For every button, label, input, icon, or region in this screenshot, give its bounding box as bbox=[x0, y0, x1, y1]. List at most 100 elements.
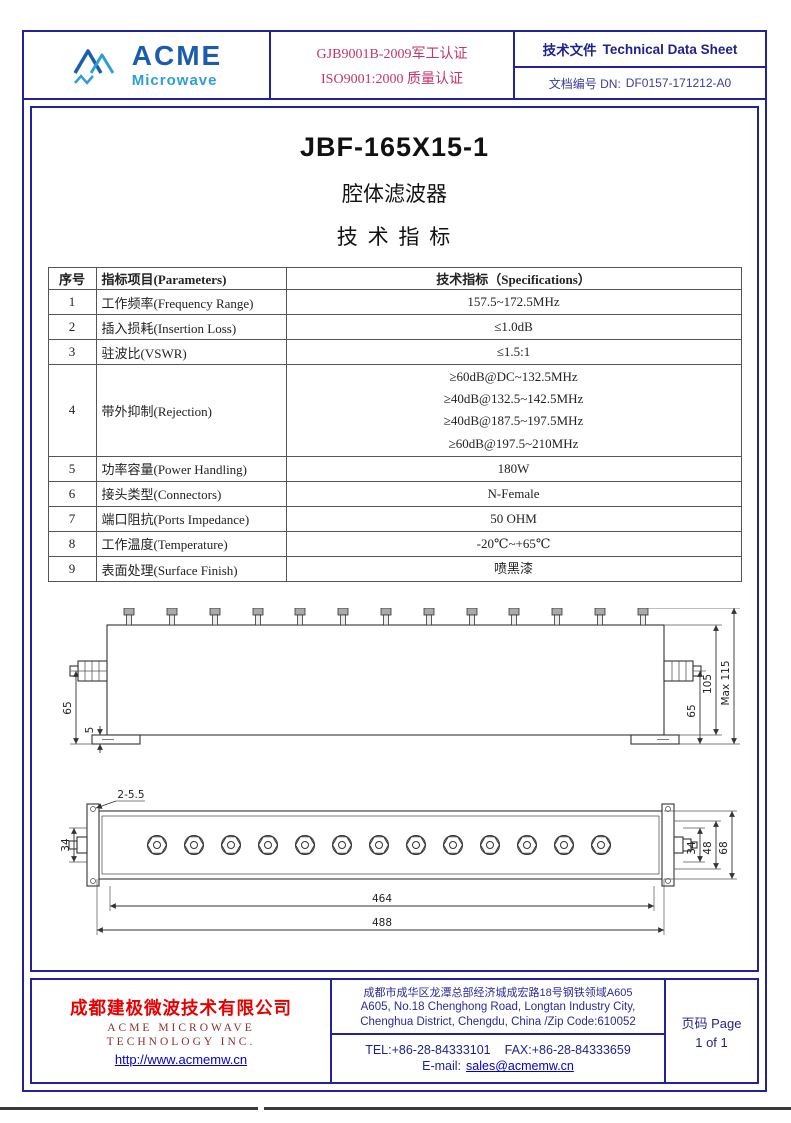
dim-34-right: 34 bbox=[686, 841, 698, 855]
certifications: GJB9001B-2009军工认证 ISO9001:2000 质量认证 bbox=[271, 32, 515, 98]
page-number-block: 页码 Page 1 of 1 bbox=[666, 980, 757, 1082]
section-title: 技 术 指 标 bbox=[336, 226, 453, 249]
row-spec: -20℃~+65℃ bbox=[285, 530, 742, 558]
row-no: 4 bbox=[47, 364, 97, 457]
side-view-drawing: 65 5 65 105 Max 11 bbox=[62, 608, 740, 754]
doc-number-label: 文档编号 DN: bbox=[548, 76, 621, 91]
cert-line-gjb: GJB9001B-2009军工认证 bbox=[316, 46, 468, 62]
col-header-parameters: 指标项目(Parameters) bbox=[95, 267, 287, 290]
tel-fax-line: TEL:+86-28-84333101 FAX:+86-28-84333659 bbox=[365, 1043, 631, 1057]
doc-info: 技术文件 Technical Data Sheet 文档编号 DN: DF015… bbox=[515, 32, 765, 98]
contact-block: 成都市成华区龙潭总部经济城成宏路18号钢铁领域A605 A605, No.18 … bbox=[332, 980, 666, 1082]
table-row: 7 端口阻抗(Ports Impedance) 50 OHM bbox=[47, 505, 742, 532]
doc-type-cn: 技术文件 bbox=[542, 43, 597, 58]
dim-105: 105 bbox=[702, 674, 714, 694]
company-name-cn: 成都建极微波技术有限公司 bbox=[70, 998, 292, 1018]
logo-text: ACME Microwave bbox=[131, 40, 223, 89]
tuning-screws bbox=[123, 608, 649, 626]
row-param: 表面处理(Surface Finish) bbox=[95, 556, 287, 583]
page-label: 页码 Page bbox=[681, 1015, 742, 1031]
row-spec: 157.5~172.5MHz bbox=[285, 288, 742, 316]
dim-65-right: 65 bbox=[686, 704, 698, 717]
table-row: 1 工作频率(Frequency Range) 157.5~172.5MHz bbox=[47, 288, 742, 316]
row-spec: ≥60dB@DC~132.5MHz ≥40dB@132.5~142.5MHz ≥… bbox=[285, 364, 742, 457]
company-block: 成都建极微波技术有限公司 ACME MICROWAVE TECHNOLOGY I… bbox=[32, 980, 332, 1082]
email-link[interactable]: sales@acmemw.cn bbox=[466, 1059, 574, 1074]
row-no: 8 bbox=[47, 530, 97, 558]
row-no: 5 bbox=[47, 455, 97, 482]
main-content: JBF-165X15-1 腔体滤波器 技 术 指 标 序号 指标项目(Param… bbox=[30, 106, 759, 972]
tel-email-block: TEL:+86-28-84333101 FAX:+86-28-84333659 … bbox=[332, 1035, 664, 1082]
product-name: 腔体滤波器 bbox=[342, 183, 447, 206]
row-spec: N-Female bbox=[285, 480, 742, 507]
doc-type-en: Technical Data Sheet bbox=[602, 41, 738, 57]
plan-view-drawing: 2-5.5 34 34 48 bbox=[60, 789, 737, 936]
table-row: 8 工作温度(Temperature) -20℃~+65℃ bbox=[47, 530, 742, 558]
dim-488: 488 bbox=[372, 917, 392, 929]
col-header-specifications: 技术指标（Specifications） bbox=[285, 267, 742, 290]
dim-68: 68 bbox=[718, 841, 730, 854]
row-param: 工作温度(Temperature) bbox=[95, 530, 287, 558]
row-no: 6 bbox=[47, 480, 97, 507]
dim-48: 48 bbox=[702, 841, 714, 854]
logo-mark-icon bbox=[73, 49, 115, 85]
table-row: 4 带外抑制(Rejection) ≥60dB@DC~132.5MHz ≥40d… bbox=[47, 364, 742, 457]
doc-type: 技术文件 Technical Data Sheet bbox=[515, 32, 765, 68]
logo-subtitle: Microwave bbox=[131, 72, 218, 89]
row-spec: ≤1.0dB bbox=[285, 314, 742, 341]
side-view-dimensions: 65 5 65 105 Max 11 bbox=[62, 608, 740, 754]
table-row: 2 插入损耗(Insertion Loss) ≤1.0dB bbox=[47, 314, 742, 341]
row-no: 1 bbox=[47, 288, 97, 316]
col-header-no: 序号 bbox=[47, 267, 97, 290]
spec-table: 序号 指标项目(Parameters) 技术指标（Specifications）… bbox=[47, 267, 742, 583]
dim-max-115: Max 115 bbox=[720, 661, 732, 706]
row-spec: 180W bbox=[285, 455, 742, 482]
left-connector-plan bbox=[68, 803, 100, 887]
page-bottom-rule-left bbox=[0, 1107, 258, 1110]
address-block: 成都市成华区龙潭总部经济城成宏路18号钢铁领域A605 A605, No.18 … bbox=[332, 980, 664, 1035]
row-param: 功率容量(Power Handling) bbox=[95, 455, 287, 482]
table-row: 6 接头类型(Connectors) N-Female bbox=[47, 480, 742, 507]
company-name-en-2: TECHNOLOGY INC. bbox=[106, 1036, 256, 1048]
address-en-1: A605, No.18 Chenghong Road, Longtan Indu… bbox=[360, 1001, 636, 1013]
row-param: 带外抑制(Rejection) bbox=[95, 364, 287, 457]
fax-number: FAX:+86-28-84333659 bbox=[504, 1043, 631, 1058]
row-no: 3 bbox=[47, 339, 97, 366]
logo-brand: ACME bbox=[131, 40, 223, 71]
logo: ACME Microwave bbox=[24, 32, 271, 98]
row-spec: ≤1.5:1 bbox=[285, 339, 742, 366]
website-link[interactable]: http://www.acmemw.cn bbox=[114, 1052, 248, 1067]
table-header-row: 序号 指标项目(Parameters) 技术指标（Specifications） bbox=[47, 267, 742, 290]
address-en-2: Chenghua District, Chengdu, China /Zip C… bbox=[360, 1015, 636, 1028]
cert-line-iso: ISO9001:2000 质量认证 bbox=[321, 71, 463, 87]
doc-number-value: DF0157-171212-A0 bbox=[625, 76, 732, 90]
tel-number: TEL:+86-28-84333101 bbox=[365, 1043, 491, 1058]
right-connector-plan bbox=[661, 803, 698, 887]
row-spec: 喷黑漆 bbox=[285, 556, 742, 583]
table-row: 5 功率容量(Power Handling) 180W bbox=[47, 455, 742, 482]
dim-464: 464 bbox=[372, 893, 392, 905]
row-param: 插入损耗(Insertion Loss) bbox=[95, 314, 287, 341]
row-param: 工作频率(Frequency Range) bbox=[95, 288, 287, 316]
row-no: 2 bbox=[47, 314, 97, 341]
page-value: 1 of 1 bbox=[695, 1034, 728, 1050]
row-param: 端口阻抗(Ports Impedance) bbox=[95, 505, 287, 532]
doc-number: 文档编号 DN: DF0157-171212-A0 bbox=[515, 68, 765, 98]
table-row: 3 驻波比(VSWR) ≤1.5:1 bbox=[47, 339, 742, 366]
sheet-frame: ACME Microwave GJB9001B-2009军工认证 ISO9001… bbox=[22, 30, 767, 1092]
header: ACME Microwave GJB9001B-2009军工认证 ISO9001… bbox=[24, 32, 765, 100]
email-line: E-mail: sales@acmemw.cn bbox=[422, 1059, 574, 1073]
row-no: 9 bbox=[47, 556, 97, 583]
mounting-feet bbox=[91, 734, 680, 745]
dim-mounting-holes: 2-5.5 bbox=[117, 789, 144, 801]
plan-view-dimensions: 2-5.5 34 34 48 bbox=[60, 789, 737, 936]
dim-34-left: 34 bbox=[60, 838, 72, 852]
technical-drawing: 65 5 65 105 Max 11 bbox=[60, 608, 740, 936]
row-spec: 50 OHM bbox=[285, 505, 742, 532]
address-cn: 成都市成华区龙潭总部经济城成宏路18号钢铁领域A605 bbox=[363, 987, 633, 999]
filter-body-side bbox=[106, 624, 665, 736]
email-label: E-mail: bbox=[422, 1059, 462, 1074]
dim-5: 5 bbox=[84, 727, 96, 734]
dim-65-left: 65 bbox=[62, 701, 74, 714]
